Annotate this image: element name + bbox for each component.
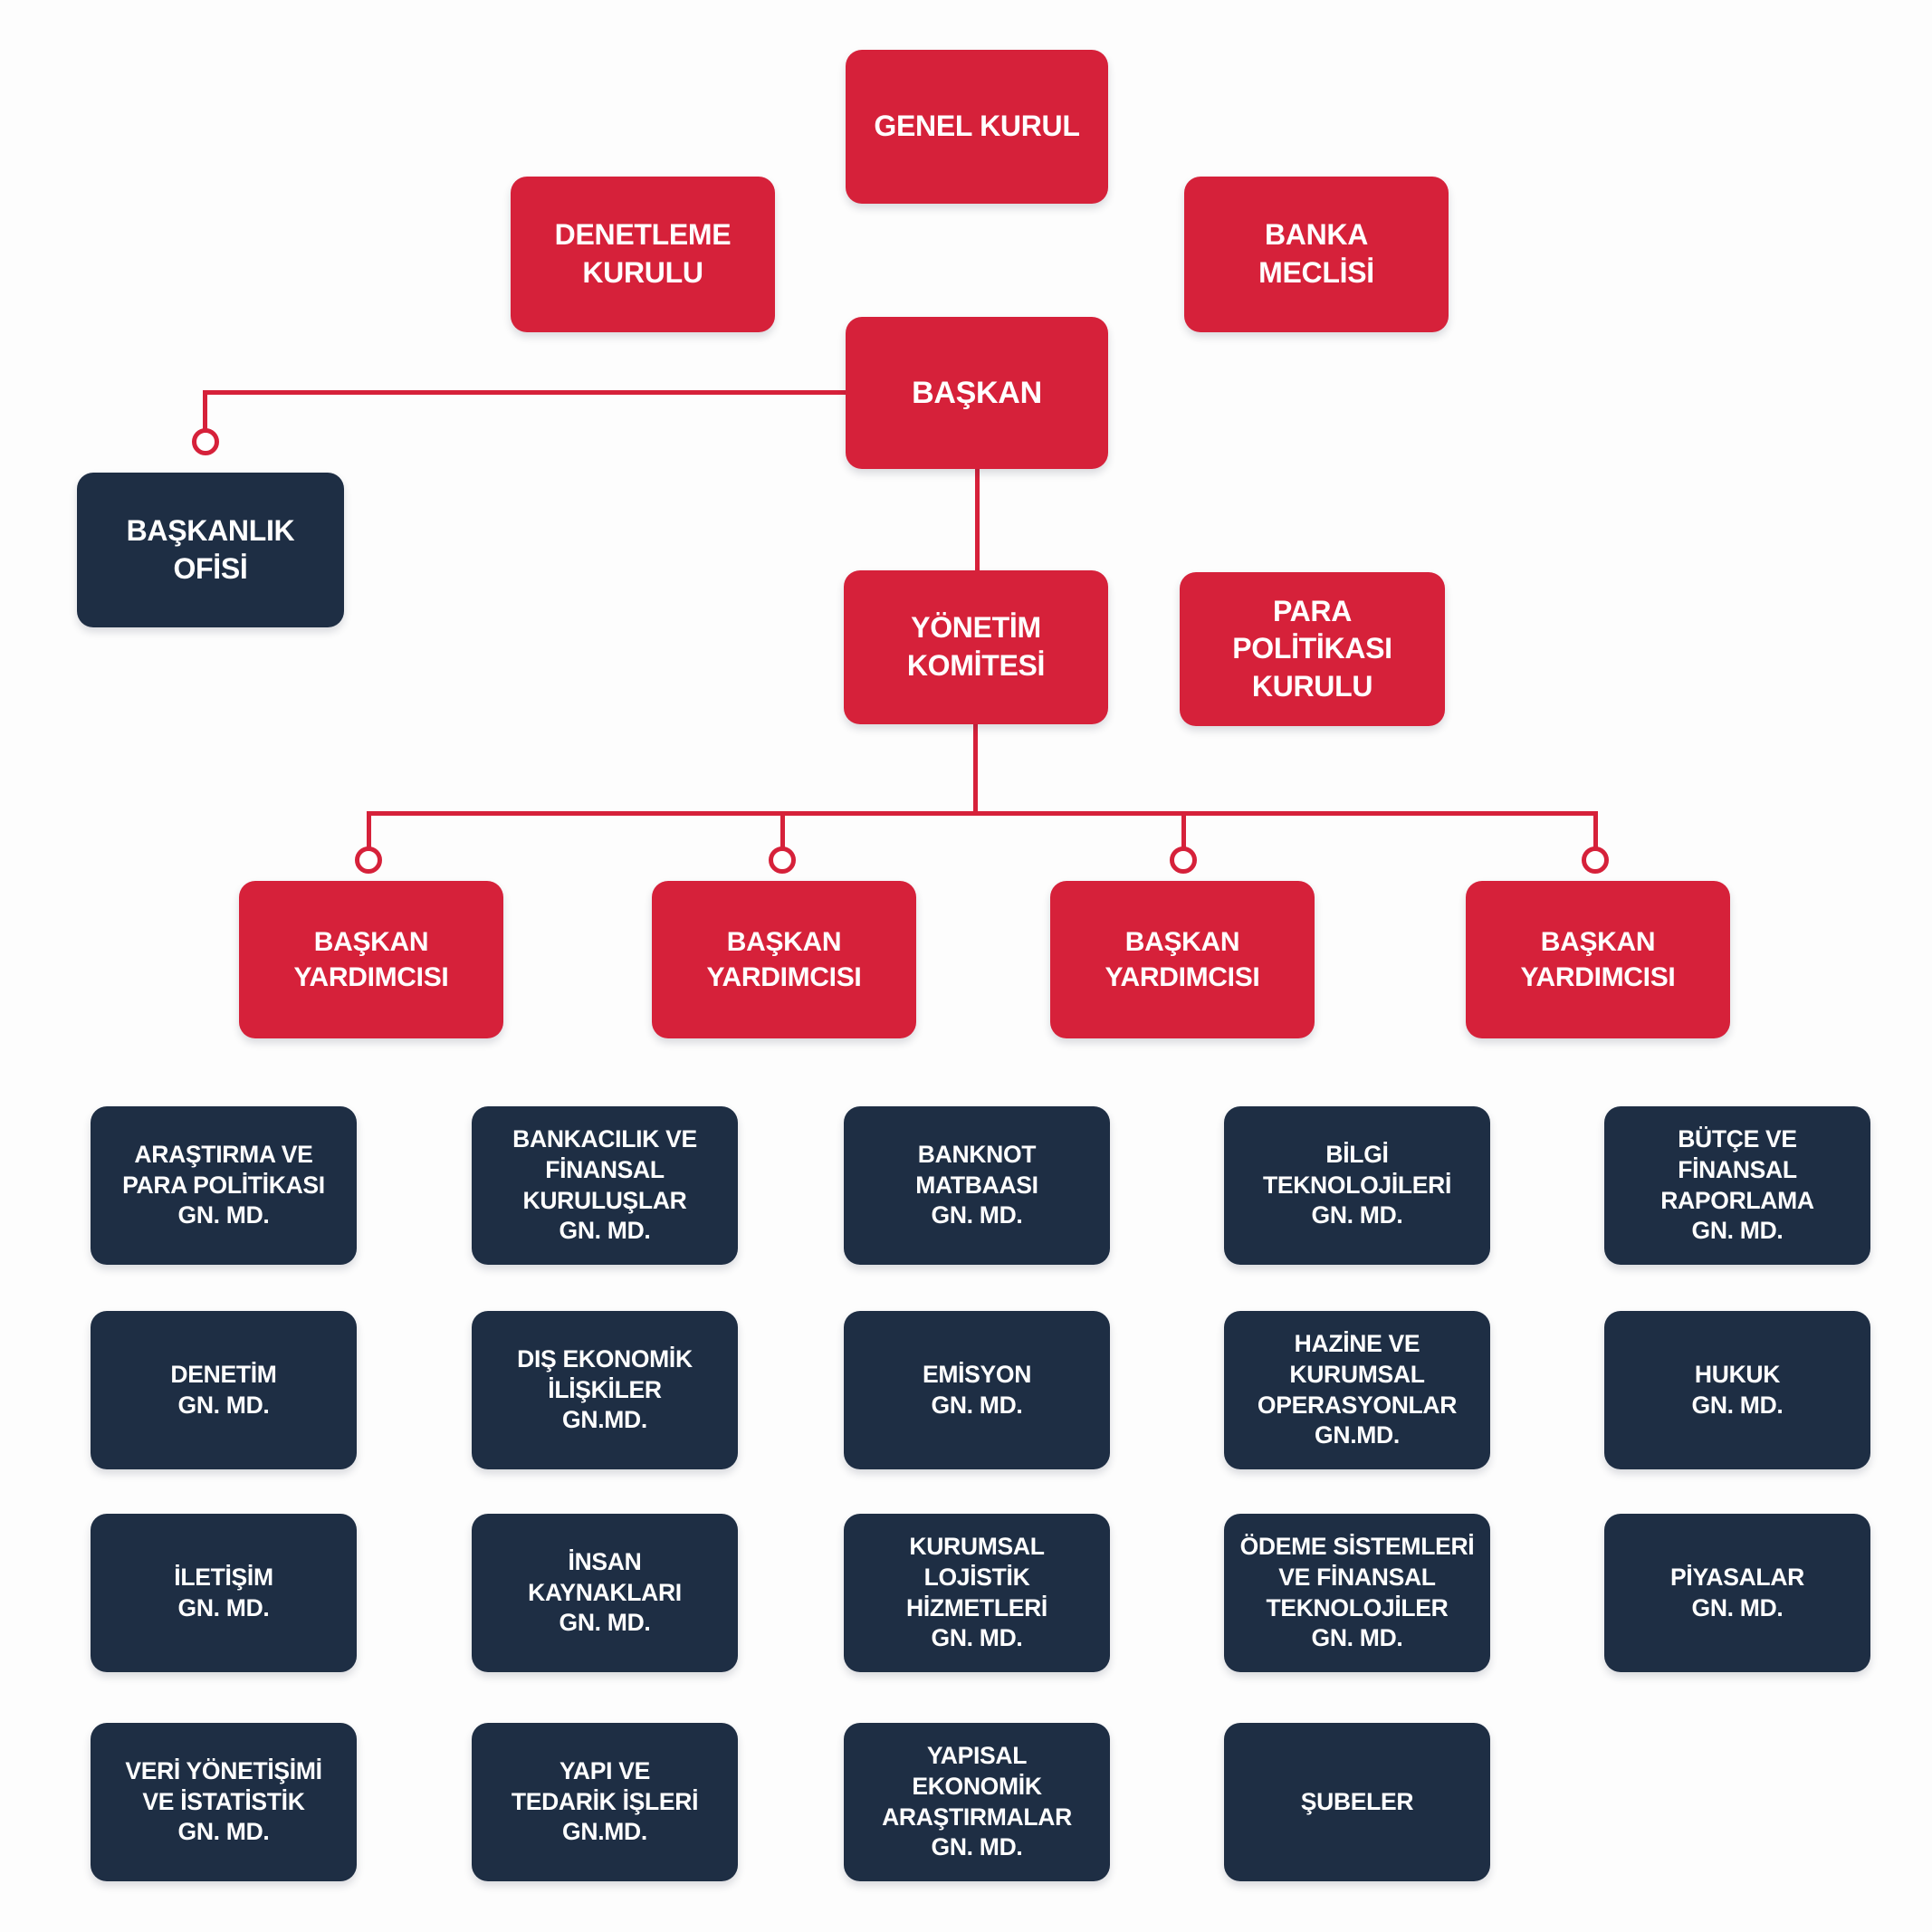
node-yapisal-ekonomik-arastirmalar: YAPISAL EKONOMİK ARAŞTIRMALAR GN. MD. — [844, 1723, 1110, 1881]
node-baskan: BAŞKAN — [846, 317, 1108, 469]
node-piyasalar: PİYASALAR GN. MD. — [1604, 1514, 1870, 1672]
connector-ring-deputy-1 — [355, 846, 382, 874]
node-denetim: DENETİM GN. MD. — [91, 1311, 357, 1469]
node-insan-kaynaklari: İNSAN KAYNAKLARI GN. MD. — [472, 1514, 738, 1672]
node-hukuk: HUKUK GN. MD. — [1604, 1311, 1870, 1469]
node-baskan-yardimcisi-1: BAŞKAN YARDIMCISI — [239, 881, 503, 1038]
connector-ring-deputy-4 — [1582, 846, 1609, 874]
node-yonetim-komitesi: YÖNETİM KOMİTESİ — [844, 570, 1108, 724]
node-dis-ekonomik-iliskiler: DIŞ EKONOMİK İLİŞKİLER GN.MD. — [472, 1311, 738, 1469]
node-para-politikasi-kurulu: PARA POLİTİKASI KURULU — [1180, 572, 1445, 726]
connector-yonetim-to-bus — [973, 722, 978, 813]
node-baskanlik-ofisi: BAŞKANLIK OFİSİ — [77, 473, 344, 627]
node-arastirma-ve-para-politikasi: ARAŞTIRMA VE PARA POLİTİKASI GN. MD. — [91, 1106, 357, 1265]
connector-stub-deputy-2 — [780, 813, 785, 847]
connector-stub-deputy-4 — [1593, 813, 1598, 847]
node-genel-kurul: GENEL KURUL — [846, 50, 1108, 204]
connector-baskan-to-office-drop — [203, 390, 207, 430]
node-baskan-yardimcisi-2: BAŞKAN YARDIMCISI — [652, 881, 916, 1038]
node-yapi-ve-tedarik-isleri: YAPI VE TEDARİK İŞLERİ GN.MD. — [472, 1723, 738, 1881]
node-hazine-ve-kurumsal-operasyonlar: HAZİNE VE KURUMSAL OPERASYONLAR GN.MD. — [1224, 1311, 1490, 1469]
connector-ring-deputy-2 — [769, 846, 796, 874]
connector-baskan-to-office — [205, 390, 846, 395]
connector-stub-deputy-1 — [367, 813, 371, 847]
node-baskan-yardimcisi-4: BAŞKAN YARDIMCISI — [1466, 881, 1730, 1038]
connector-ring-deputy-3 — [1170, 846, 1197, 874]
node-banknot-matbaasi: BANKNOT MATBAASI GN. MD. — [844, 1106, 1110, 1265]
connector-stub-deputy-3 — [1181, 813, 1186, 847]
node-kurumsal-lojistik-hizmetleri: KURUMSAL LOJİSTİK HİZMETLERİ GN. MD. — [844, 1514, 1110, 1672]
connector-ring-office — [192, 428, 219, 455]
node-baskan-yardimcisi-3: BAŞKAN YARDIMCISI — [1050, 881, 1315, 1038]
node-iletisim: İLETİŞİM GN. MD. — [91, 1514, 357, 1672]
connector-deputies-bus — [367, 811, 1598, 816]
node-odeme-sistemleri-ve-finansal-teknolojiler: ÖDEME SİSTEMLERİ VE FİNANSAL TEKNOLOJİLE… — [1224, 1514, 1490, 1672]
node-butce-ve-finansal-raporlama: BÜTÇE VE FİNANSAL RAPORLAMA GN. MD. — [1604, 1106, 1870, 1265]
node-bilgi-teknolojileri: BİLGİ TEKNOLOJİLERİ GN. MD. — [1224, 1106, 1490, 1265]
node-emisyon: EMİSYON GN. MD. — [844, 1311, 1110, 1469]
node-denetleme-kurulu: DENETLEME KURULU — [511, 177, 775, 332]
node-subeler: ŞUBELER — [1224, 1723, 1490, 1881]
node-veri-yonetisimi-ve-istatistik: VERİ YÖNETİŞİMİ VE İSTATİSTİK GN. MD. — [91, 1723, 357, 1881]
node-banka-meclisi: BANKA MECLİSİ — [1184, 177, 1449, 332]
connector-baskan-to-yonetim — [975, 465, 980, 572]
node-bankacilik-ve-finansal-kuruluslar: BANKACILIK VE FİNANSAL KURULUŞLAR GN. MD… — [472, 1106, 738, 1265]
